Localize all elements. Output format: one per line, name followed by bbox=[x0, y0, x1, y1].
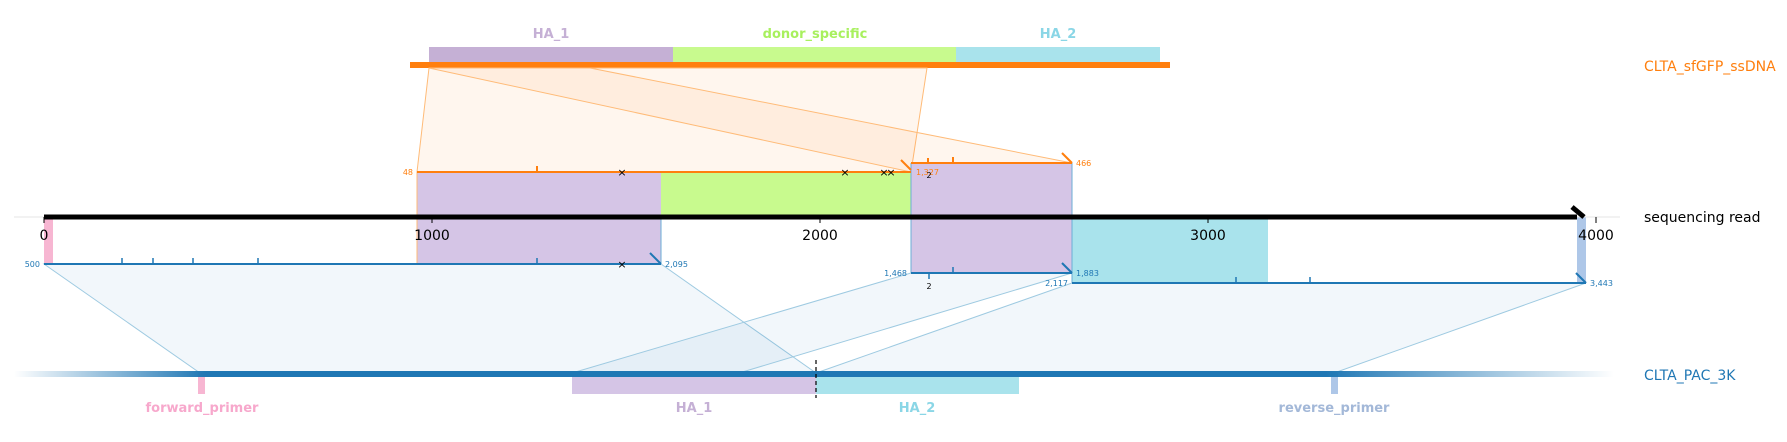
ref-end-label-2: 1,883 bbox=[1076, 269, 1099, 278]
ref-feature-label-ha2: HA_2 bbox=[899, 401, 936, 416]
ref-feature-label-ha1: HA_1 bbox=[676, 401, 713, 416]
ref-feature-ha1 bbox=[572, 373, 816, 394]
axis-tick-3000: 3000 bbox=[1190, 228, 1226, 244]
ref-sequence-bar bbox=[14, 371, 1614, 377]
target-feature-label-ha2: HA_2 bbox=[1040, 27, 1077, 42]
target-feature-donor-specific bbox=[673, 47, 956, 65]
target-start-label: 48 bbox=[403, 168, 413, 177]
axis-tick-4000: 4000 bbox=[1578, 228, 1614, 244]
target-indel-count: 2 bbox=[926, 171, 931, 180]
target-alignment-2-end-mark bbox=[1061, 152, 1073, 164]
axis-tick-1000: 1000 bbox=[414, 228, 450, 244]
read-arrowhead bbox=[1570, 205, 1586, 219]
read-name-label: sequencing read bbox=[1644, 210, 1760, 226]
target-mismatch-2: × bbox=[840, 166, 849, 179]
ref-start-label-3: 2,117 bbox=[1045, 279, 1068, 288]
target-end-label-2: 466 bbox=[1076, 159, 1091, 168]
target-alignment-connections bbox=[416, 67, 1073, 173]
ref-feature-ha2 bbox=[816, 373, 1019, 394]
target-name-label: CLTA_sfGFP_ssDNA bbox=[1644, 59, 1776, 75]
ref-feature-reverse-primer bbox=[1331, 373, 1338, 394]
read-block-ha2 bbox=[1072, 217, 1268, 283]
target-feature-label-ha1: HA_1 bbox=[533, 27, 570, 42]
target-mismatch-4: × bbox=[886, 166, 895, 179]
ref-start-label-2: 1,468 bbox=[884, 269, 907, 278]
reference-alignment-connections bbox=[42, 263, 1587, 374]
reference-track: forward_primer HA_1 HA_2 reverse_primer … bbox=[14, 360, 1736, 416]
target-alignment-1-end-mark bbox=[900, 159, 912, 171]
ref-end-label-3: 3,443 bbox=[1590, 279, 1613, 288]
ref-indel-count: 2 bbox=[926, 282, 931, 291]
read-axis: 0 1000 2000 3000 4000 sequencing read bbox=[14, 205, 1760, 244]
axis-tick-0: 0 bbox=[40, 228, 49, 244]
read-block-forward-primer bbox=[44, 217, 53, 264]
target-end-label-1: 1,327 bbox=[916, 168, 939, 177]
target-mismatch-3: × bbox=[879, 166, 888, 179]
target-feature-ha2 bbox=[956, 47, 1160, 65]
ref-feature-label-reverse-primer: reverse_primer bbox=[1279, 401, 1391, 416]
ref-alignment-2-end-mark bbox=[1061, 262, 1073, 274]
read-block-reverse-primer bbox=[1577, 217, 1586, 283]
ref-alignment-3-end-mark bbox=[1575, 272, 1587, 284]
read-block-donor-specific bbox=[661, 172, 911, 217]
ref-end-label-1: 2,095 bbox=[665, 260, 688, 269]
reference-name-label: CLTA_PAC_3K bbox=[1644, 368, 1736, 384]
reference-alignments: × 500 2,095 1,468 2,117 1,883 3,443 2 bbox=[25, 252, 1613, 291]
target-mismatch-1: × bbox=[617, 166, 626, 179]
ref-start-label-1: 500 bbox=[25, 260, 40, 269]
target-track: HA_1 donor_specific HA_2 CLTA_sfGFP_ssDN… bbox=[410, 27, 1776, 75]
ref-feature-forward-primer bbox=[198, 373, 205, 394]
target-alignments: × × × × 48 1,327 466 2 bbox=[403, 152, 1091, 180]
target-feature-ha1 bbox=[429, 47, 673, 65]
axis-tick-2000: 2000 bbox=[802, 228, 838, 244]
target-feature-label-donor-specific: donor_specific bbox=[763, 27, 868, 42]
ref-mismatch-1: × bbox=[617, 258, 626, 271]
target-sequence-bar bbox=[410, 62, 1170, 68]
ref-feature-label-forward-primer: forward_primer bbox=[146, 401, 260, 416]
ref-alignment-1-end-mark bbox=[649, 252, 662, 265]
